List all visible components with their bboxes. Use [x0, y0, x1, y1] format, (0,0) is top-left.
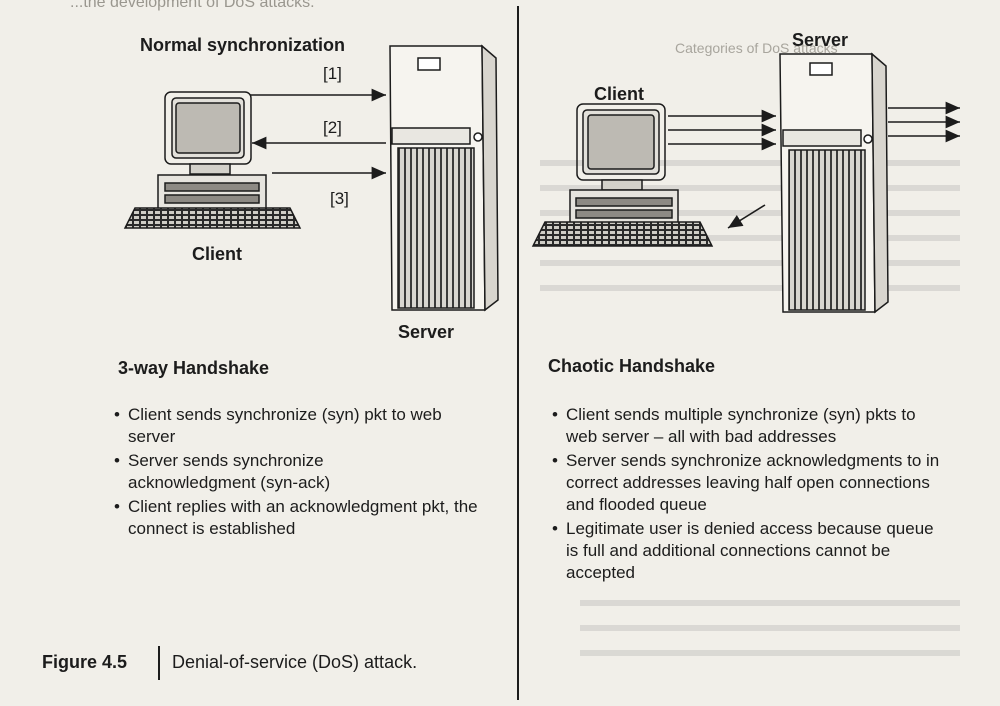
- left-bullet-item: Client sends synchronize (syn) pkt to we…: [114, 404, 484, 448]
- right-arrows: [668, 101, 960, 229]
- figure-label: Figure 4.5: [42, 652, 128, 672]
- left-server-label: Server: [398, 322, 455, 342]
- figure-caption: Denial-of-service (DoS) attack.: [172, 652, 418, 672]
- arrow-bounce: [727, 204, 766, 229]
- right-bullet-item: Server sends synchronize acknowledgments…: [552, 450, 956, 516]
- left-server-tower: [389, 44, 499, 312]
- left-bullet-list: Client sends synchronize (syn) pkt to we…: [114, 404, 484, 542]
- right-bullet-list: Client sends multiple synchronize (syn) …: [552, 404, 952, 586]
- left-bullet-item: Client replies with an acknowledgment pk…: [114, 496, 478, 540]
- right-bullet-item: Legitimate user is denied access because…: [552, 518, 946, 584]
- left-arrows: [250, 88, 386, 180]
- right-server-tower: [779, 52, 889, 314]
- header-fragment: ...the development of DoS attacks.: [70, 0, 315, 11]
- right-client-label: Client: [594, 84, 645, 104]
- left-section-title: 3-way Handshake: [118, 358, 270, 378]
- right-section-title: Chaotic Handshake: [548, 356, 716, 376]
- right-bullet-item: Client sends multiple synchronize (syn) …: [552, 404, 926, 448]
- left-bullet-item: Server sends synchronize acknowledgment …: [114, 450, 358, 494]
- step-label-2: [2]: [323, 118, 342, 137]
- left-client-label: Client: [192, 244, 243, 264]
- step-label-1: [1]: [323, 64, 342, 83]
- faded-page-lines: [540, 160, 960, 656]
- top-right-fragment: Categories of DoS attacks: [675, 40, 838, 56]
- step-label-3: [3]: [330, 189, 349, 208]
- caption-divider: [158, 646, 160, 680]
- left-title: Normal synchronization: [140, 35, 346, 55]
- left-client-computer: [123, 91, 302, 229]
- right-client-computer: [531, 103, 714, 247]
- right-server-label: Server: [792, 30, 849, 50]
